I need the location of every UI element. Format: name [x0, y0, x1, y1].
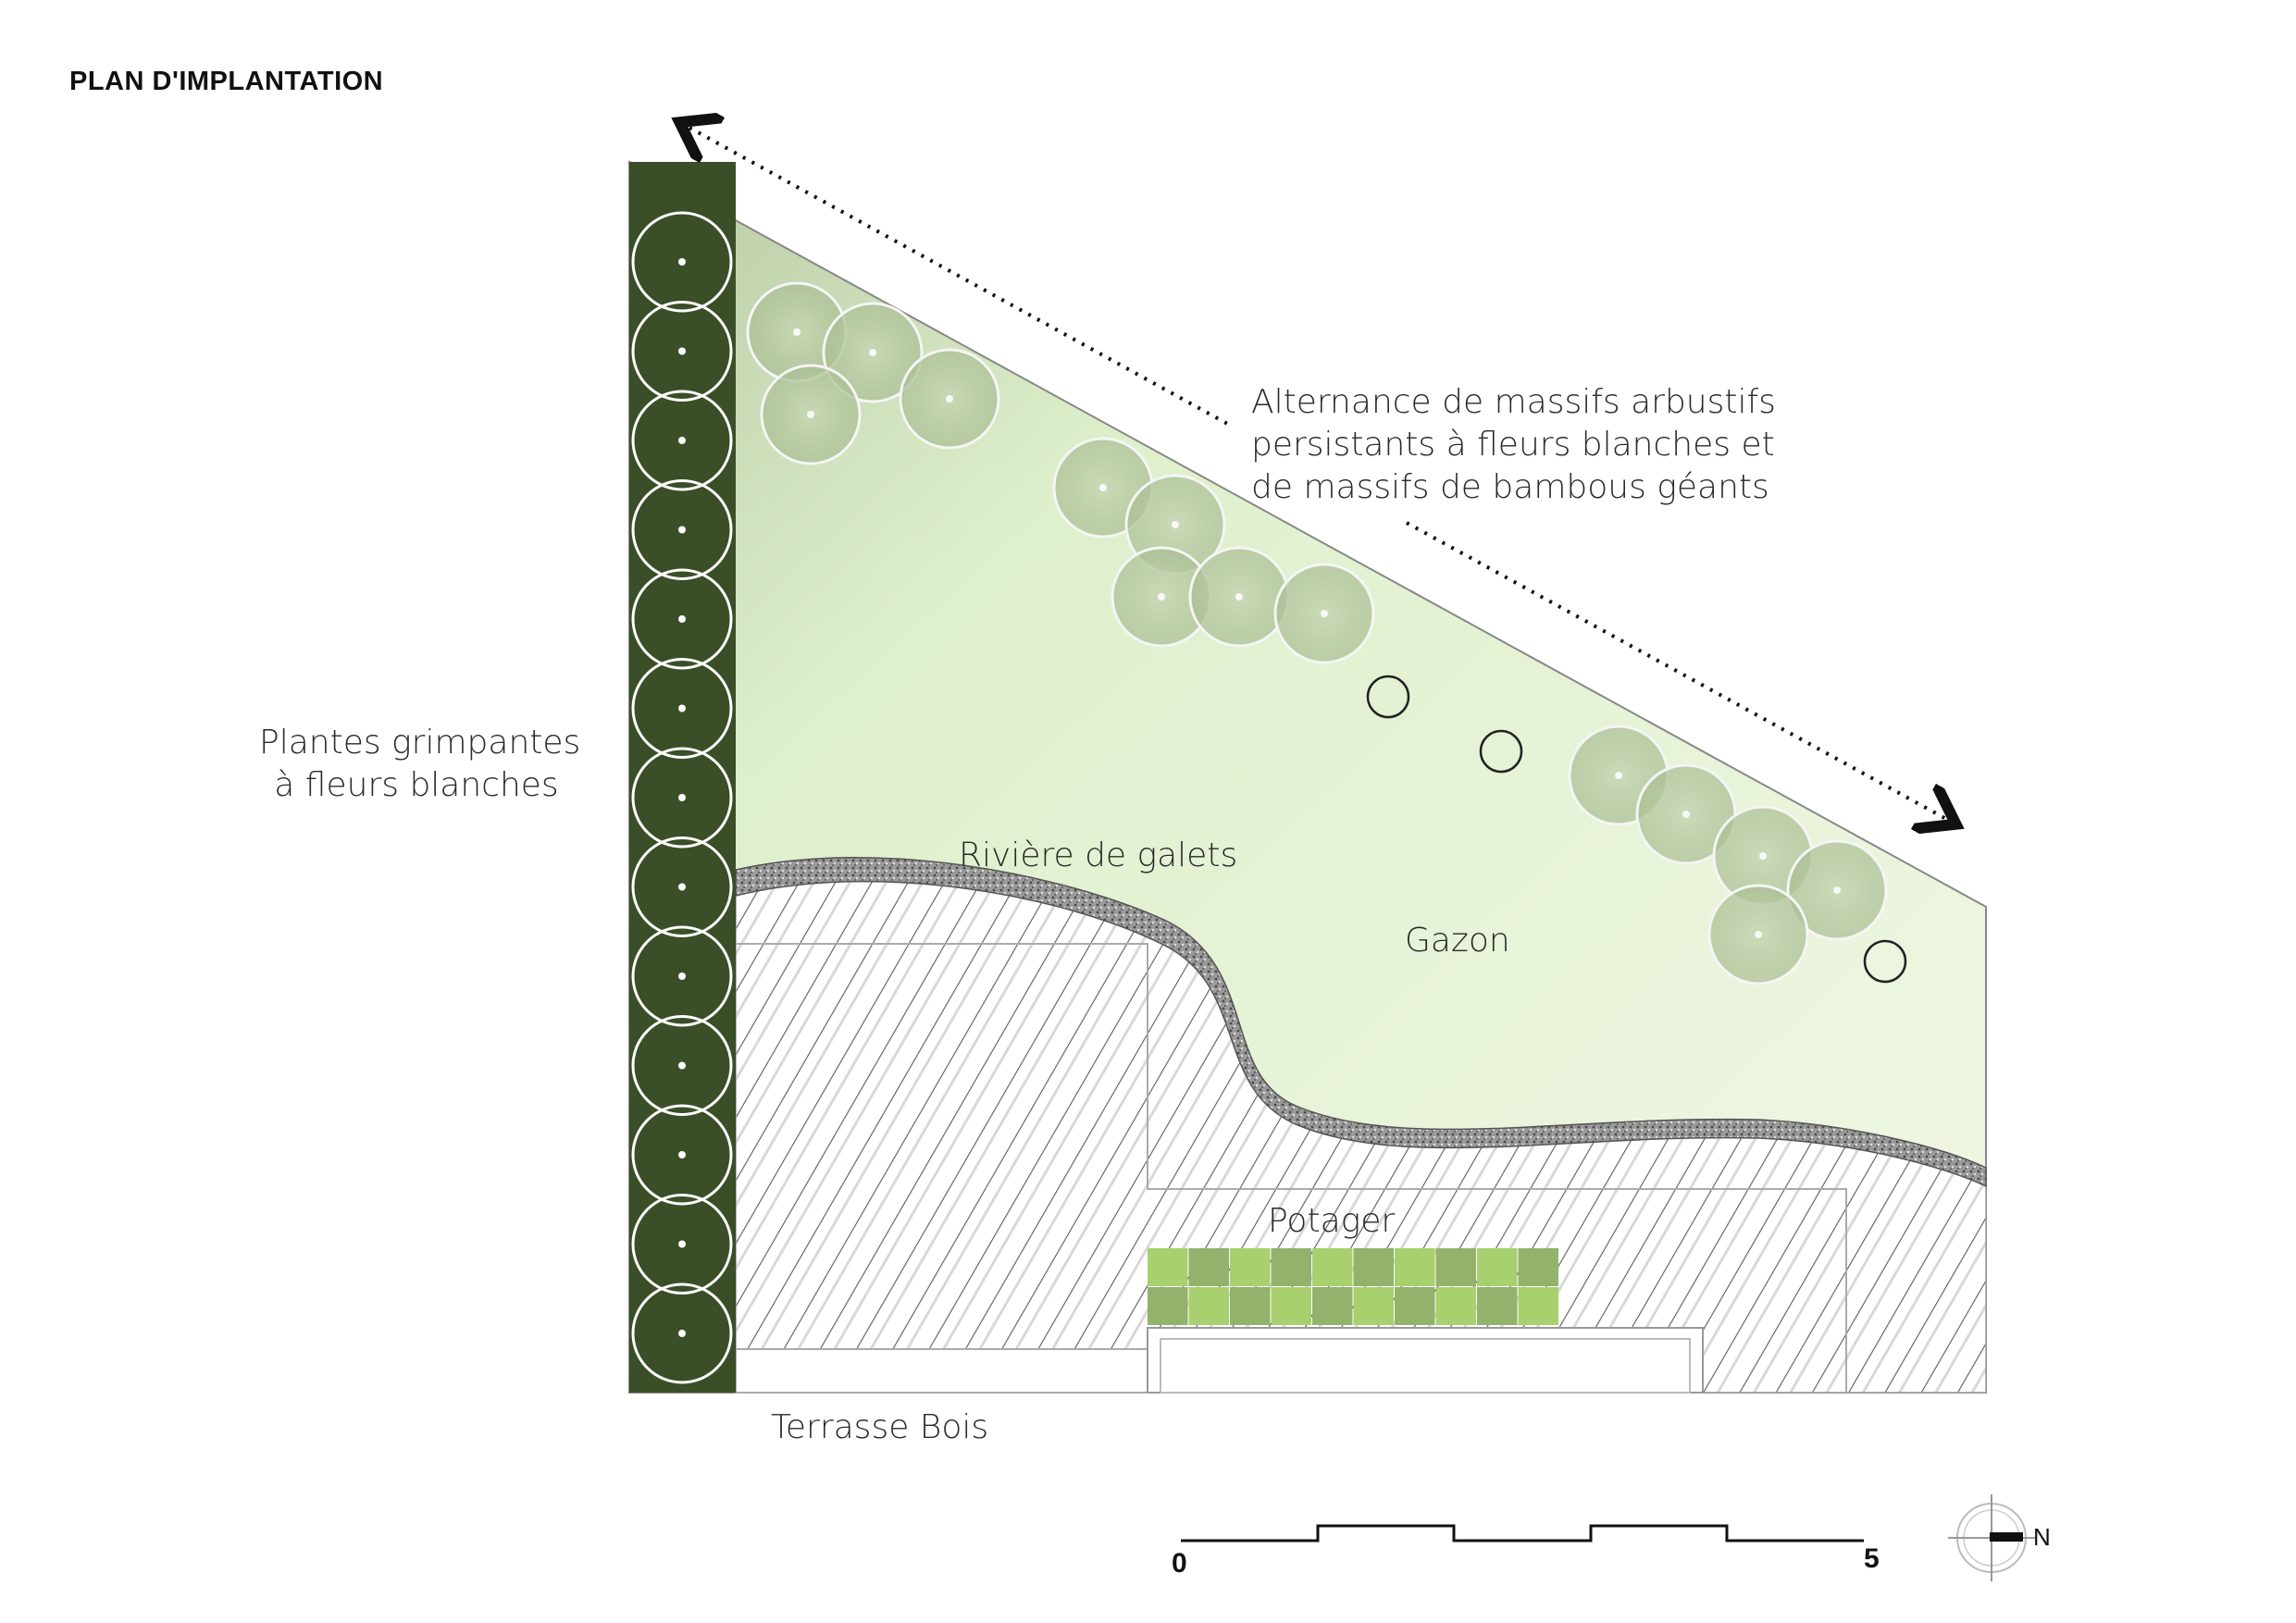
vegetable-bed	[1230, 1248, 1271, 1286]
vegetable-bed	[1395, 1287, 1435, 1325]
climbing-plant	[631, 658, 733, 759]
shrub	[760, 364, 862, 465]
vegetable-bed	[1312, 1287, 1353, 1325]
page-title: PLAN D'IMPLANTATION	[69, 67, 384, 96]
shrubs-label: Alternance de massifs arbustifs persista…	[1251, 383, 1776, 506]
vegetable-bed	[1188, 1248, 1229, 1286]
north-arrow-icon	[1948, 1494, 2035, 1581]
vegetable-bed	[1435, 1287, 1476, 1325]
north-label: N	[2033, 1523, 2051, 1551]
vegetable-bed	[1435, 1248, 1476, 1286]
climbing-plant	[631, 390, 733, 491]
tree-marker	[1863, 939, 1907, 984]
vegetable-bed	[1477, 1248, 1518, 1286]
shrub	[1188, 546, 1290, 648]
climbing-plant	[631, 1282, 733, 1384]
climbing-plant	[631, 1104, 733, 1206]
vegetable-bed	[1312, 1248, 1353, 1286]
vegetable-bed	[1477, 1287, 1518, 1325]
climbing-plant	[631, 1194, 733, 1295]
shrub-clusters	[746, 281, 1888, 985]
terrace-label: Terrasse Bois	[771, 1408, 989, 1446]
shrub	[899, 348, 1000, 450]
vegetable-bed	[1188, 1287, 1229, 1325]
tree-marker	[1366, 675, 1410, 719]
terrace-strip	[735, 1348, 1148, 1394]
tree-marker	[1479, 729, 1523, 774]
vegetable-bed	[1395, 1248, 1435, 1286]
vegetable-bed	[1353, 1287, 1394, 1325]
vegetable-bed	[1518, 1248, 1558, 1286]
climbing-plant	[631, 479, 733, 580]
shrub	[1786, 839, 1888, 941]
climbing-plant	[631, 747, 733, 849]
vegetable-bed	[1148, 1287, 1188, 1325]
vegetable-garden	[1148, 1248, 1558, 1325]
lawn-label: Gazon	[1405, 922, 1510, 960]
pool-inner	[1160, 1338, 1691, 1394]
scale-bar	[1181, 1524, 1864, 1542]
vegetable-bed	[1271, 1248, 1311, 1286]
scale-start: 0	[1172, 1548, 1187, 1579]
shrub	[1111, 546, 1212, 648]
shrub	[822, 302, 924, 403]
climbing-plant	[631, 836, 733, 937]
climbing-plant	[631, 211, 733, 313]
climbers-label: Plantes grimpantes à fleurs blanches	[259, 724, 581, 804]
scale-end: 5	[1864, 1543, 1880, 1574]
climbing-plant	[631, 925, 733, 1027]
shrub	[1273, 563, 1375, 664]
climbing-plants	[631, 211, 733, 1384]
vegetable-bed	[1271, 1287, 1311, 1325]
vegetable-label: Potager	[1268, 1202, 1396, 1240]
vegetable-bed	[1353, 1248, 1394, 1286]
vegetable-bed	[1230, 1287, 1271, 1325]
pool-outline	[1147, 1327, 1704, 1394]
climbing-plant	[631, 1015, 733, 1116]
terrace-divider	[736, 943, 1847, 1393]
vegetable-bed	[1148, 1248, 1188, 1286]
climbing-plant	[631, 568, 733, 670]
shrub	[1707, 884, 1809, 985]
vegetable-bed	[1518, 1287, 1558, 1325]
climbing-plant	[631, 301, 733, 402]
climbing-hedge	[629, 162, 736, 1393]
dimension-arrow	[1406, 521, 1946, 819]
dimension-arrow	[689, 128, 1232, 427]
pebbles-label: Rivière de galets	[959, 836, 1238, 874]
pebble-river	[735, 857, 1987, 1188]
